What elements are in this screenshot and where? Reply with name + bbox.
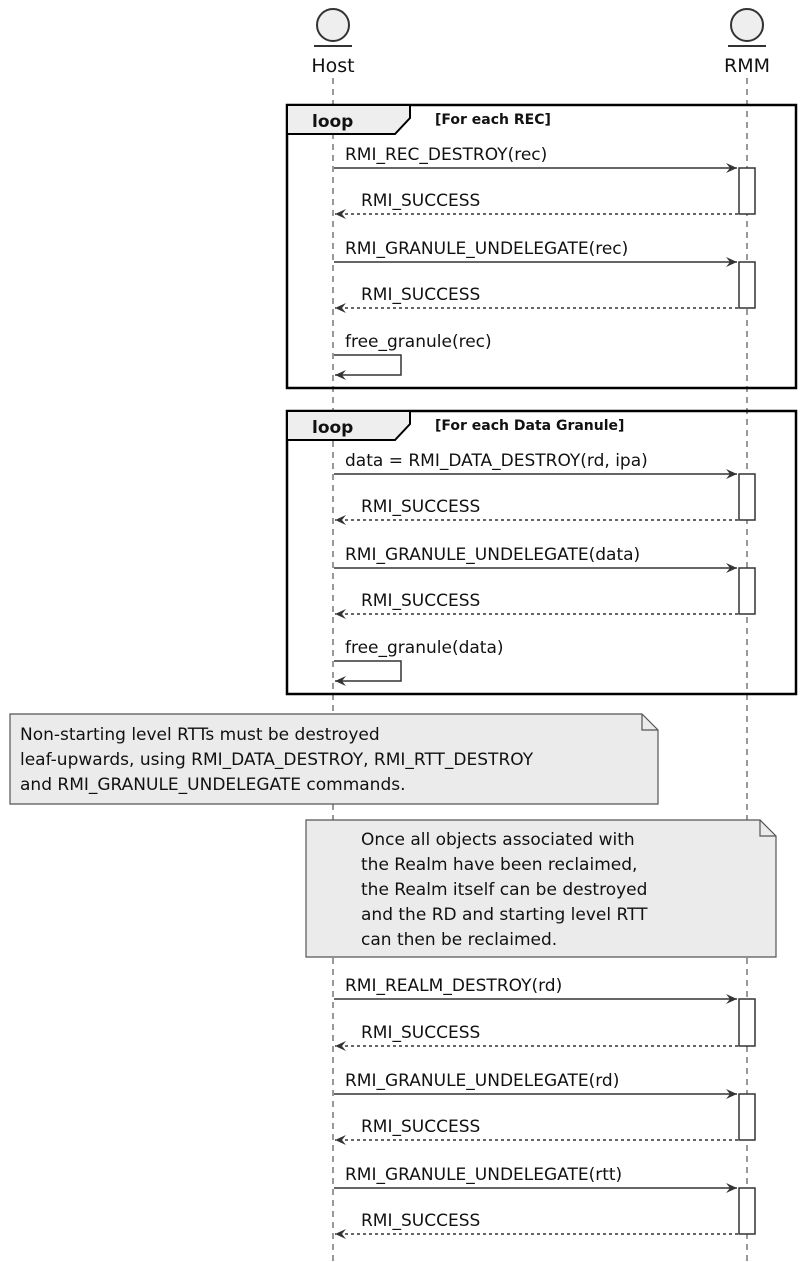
activation-bar	[738, 1187, 756, 1235]
actor-rmm: RMM	[724, 8, 770, 77]
message-label: free_granule(data)	[345, 638, 504, 658]
message-label: RMI_REC_DESTROY(rec)	[345, 145, 547, 165]
actor-host-icon	[316, 8, 350, 42]
self-call-arrow	[334, 354, 402, 380]
actor-rmm-icon	[730, 8, 764, 42]
message-label: RMI_SUCCESS	[361, 1117, 480, 1137]
loop-label: loop	[312, 418, 353, 438]
message-label: RMI_GRANULE_UNDELEGATE(data)	[345, 545, 640, 565]
activation-bar	[738, 1093, 756, 1141]
note-line: Once all objects associated with	[361, 830, 635, 850]
message-label: RMI_SUCCESS	[361, 591, 480, 611]
note-line: and RMI_GRANULE_UNDELEGATE commands.	[20, 775, 406, 795]
activation-bar	[738, 167, 756, 215]
message-label: RMI_REALM_DESTROY(rd)	[345, 976, 562, 996]
message-label: RMI_SUCCESS	[361, 191, 480, 211]
message-label: data = RMI_DATA_DESTROY(rd, ipa)	[345, 451, 648, 471]
actor-rmm-label: RMM	[724, 55, 770, 77]
message-label: RMI_GRANULE_UNDELEGATE(rtt)	[345, 1165, 622, 1185]
loop-label: loop	[312, 112, 353, 132]
activation-bar	[738, 567, 756, 615]
actor-host: Host	[311, 8, 355, 77]
message-label: RMI_GRANULE_UNDELEGATE(rd)	[345, 1071, 619, 1091]
actor-host-label: Host	[311, 55, 354, 77]
loop-guard: [For each Data Granule]	[435, 418, 624, 434]
note-rtt-destroy: Non-starting level RTTs must be destroye…	[9, 713, 659, 805]
note-line: leaf-upwards, using RMI_DATA_DESTROY, RM…	[20, 750, 534, 770]
message-label: RMI_SUCCESS	[361, 285, 480, 305]
message-label: free_granule(rec)	[345, 332, 492, 352]
message-label: RMI_GRANULE_UNDELEGATE(rec)	[345, 239, 628, 259]
activation-bar	[738, 261, 756, 309]
loop-guard: [For each REC]	[435, 112, 551, 128]
message-label: RMI_SUCCESS	[361, 1211, 480, 1231]
note-line: the Realm itself can be destroyed	[361, 880, 647, 900]
activation-bar	[738, 473, 756, 521]
note-line: Non-starting level RTTs must be destroye…	[20, 725, 380, 745]
loop-frame-rec: loop [For each REC]	[285, 103, 798, 390]
note-line: can then be reclaimed.	[361, 930, 557, 950]
activation-bar	[738, 998, 756, 1047]
message-label: RMI_SUCCESS	[361, 497, 480, 517]
self-call-arrow	[334, 660, 402, 686]
note-line: the Realm have been reclaimed,	[361, 855, 637, 875]
loop-frame-data-granule: loop [For each Data Granule]	[285, 409, 798, 696]
note-line: and the RD and starting level RTT	[361, 905, 648, 925]
note-realm-destroy: Once all objects associated with the Rea…	[305, 819, 777, 958]
message-label: RMI_SUCCESS	[361, 1023, 480, 1043]
